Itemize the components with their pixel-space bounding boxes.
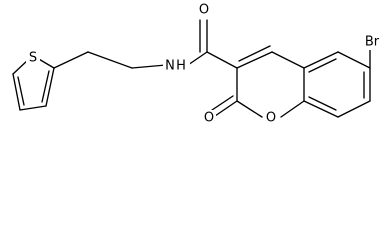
- benzene-bond-c5-c6: [337, 51, 371, 69]
- ring-oxygen-label: O: [266, 111, 276, 126]
- thiophene-bond-c3-c4: [19, 105, 47, 111]
- bond-lines: [12, 19, 371, 118]
- bond-ch2-nitrogen: [131, 64, 167, 69]
- bond-c2-exocyclic-o: [214, 100, 238, 117]
- benzene-bond-c4a-c5: [303, 51, 339, 69]
- bond-c3-c4: [236, 51, 273, 69]
- amide-carbonyl-oxygen-label: O: [199, 3, 209, 18]
- bond-ring-oxygen-c8a: [280, 100, 305, 118]
- atom-labels: S N H O Br O O: [26, 1, 384, 126]
- bond-c3-c4-double: [238, 45, 271, 62]
- bond-c2-exocyclic-o-double: [211, 95, 234, 111]
- thiophene-bond-c4-c5-inner: [17, 76, 25, 106]
- thiophene-sulfur-label: S: [29, 51, 37, 66]
- bromine-label: Br: [365, 35, 380, 50]
- benzene-bond-c8-c8a: [303, 100, 339, 118]
- thiophene-bond-c4-c5: [12, 73, 21, 111]
- chemical-structure-svg: S N H O Br O O: [12, 1, 384, 126]
- bond-ch2-ch2: [87, 51, 133, 69]
- lactone-carbonyl-oxygen-label: O: [204, 111, 214, 126]
- amide-hydrogen-label: H: [176, 59, 186, 74]
- bond-nitrogen-carbonyl-carbon: [187, 51, 208, 66]
- bond-thiophene-ch2: [53, 51, 89, 69]
- bond-carbonyl-c3: [206, 51, 238, 69]
- bond-c4-c4a: [271, 51, 305, 69]
- amide-nitrogen-label: N: [165, 59, 175, 74]
- thiophene-bond-c2-c3-inner: [41, 70, 50, 103]
- chemical-structure-canvas: S N H O Br O O: [12, 1, 384, 126]
- bond-c2-ring-oxygen: [236, 100, 263, 118]
- thiophene-bond-c2-c3: [45, 67, 55, 107]
- benzene-bond-c4a-c5-inner: [308, 58, 337, 73]
- benzene-bond-c7-c8: [337, 100, 371, 118]
- benzene-bond-c8-c8a-inner: [308, 96, 337, 111]
